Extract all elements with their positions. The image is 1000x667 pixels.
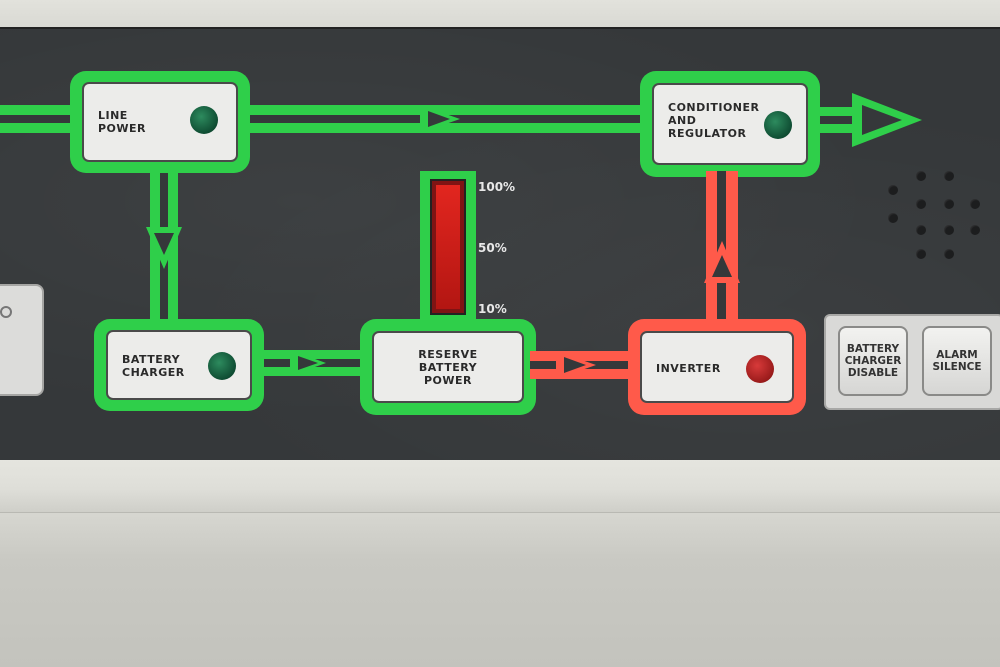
line-power-indicator — [190, 106, 218, 134]
battery-charger-label: BATTERY CHARGER — [122, 353, 185, 379]
reserve-battery-box: RESERVE BATTERY POWER — [372, 331, 524, 403]
line-power-label: LINE POWER — [98, 109, 147, 135]
battery-charger-disable-button[interactable]: BATTERY CHARGER DISABLE — [838, 326, 908, 396]
inverter-box: INVERTER — [640, 331, 794, 403]
meter-tick-50: 50% — [478, 241, 507, 255]
conditioner-indicator — [764, 111, 792, 139]
left-control-plate — [0, 284, 44, 396]
meter-tick-100: 100% — [478, 180, 516, 194]
reserve-battery-label: RESERVE BATTERY POWER — [418, 348, 478, 387]
battery-level-fill — [436, 185, 460, 309]
battery-level-meter — [430, 179, 466, 315]
battery-charger-box: BATTERY CHARGER — [106, 330, 252, 400]
control-keypad: BATTERY CHARGER DISABLE ALARM SILENCE — [824, 314, 1000, 410]
inverter-indicator — [746, 355, 774, 383]
conditioner-regulator-box: CONDITIONER AND REGULATOR — [652, 83, 808, 165]
inverter-label: INVERTER — [656, 362, 721, 375]
cabinet-ledge — [0, 456, 1000, 513]
meter-tick-10: 10% — [478, 302, 507, 316]
control-panel: LINE POWER CONDITIONER AND REGULATOR BAT… — [0, 27, 1000, 460]
conditioner-label: CONDITIONER AND REGULATOR — [668, 101, 760, 140]
speaker-grille — [876, 169, 986, 269]
alarm-silence-button[interactable]: ALARM SILENCE — [922, 326, 992, 396]
plate-screw — [0, 306, 12, 318]
battery-charger-indicator — [208, 352, 236, 380]
line-power-box: LINE POWER — [82, 82, 238, 162]
